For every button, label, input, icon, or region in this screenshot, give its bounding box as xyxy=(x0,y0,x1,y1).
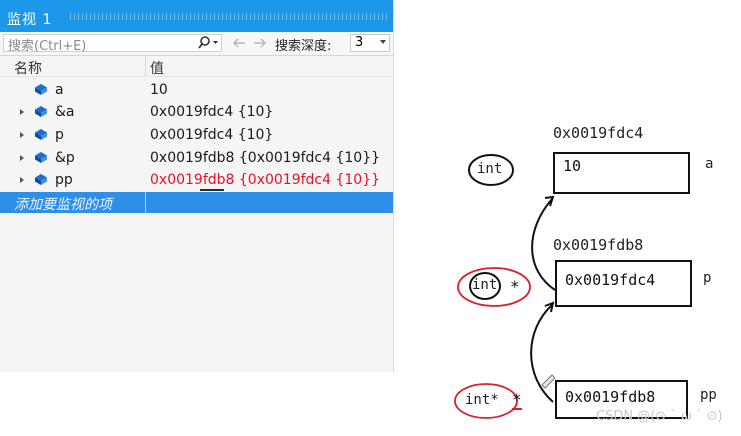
pointer-star-pp: * xyxy=(512,390,522,410)
variable-name-p: p xyxy=(703,270,712,286)
watch-title: 监视 1 xyxy=(7,12,53,28)
back-arrow-icon[interactable] xyxy=(231,36,247,50)
search-input[interactable] xyxy=(4,38,197,55)
red-oval-p xyxy=(457,267,531,307)
variable-icon xyxy=(35,84,47,95)
arrow-p-to-a xyxy=(531,198,556,291)
chevron-down-icon[interactable] xyxy=(380,40,386,44)
watch-row-value[interactable]: 0x0019fdb8 {0x0019fdc4 {10}} xyxy=(150,150,381,166)
watermark-text: CSDN @(⊙ ` ω ` ⊙) xyxy=(596,409,723,424)
memory-box-p-value: 0x0019fdc4 xyxy=(565,271,656,289)
watch-row-name: pp xyxy=(55,172,73,188)
add-watch-item-placeholder: 添加要监视的项 xyxy=(14,197,112,213)
search-depth-select[interactable]: 3 xyxy=(350,34,390,52)
watch-row[interactable]: &p 0x0019fdb8 {0x0019fdc4 {10}} xyxy=(0,147,393,170)
expand-arrow-icon[interactable] xyxy=(20,109,24,115)
red-oval-pp xyxy=(454,383,518,419)
expand-arrow-icon[interactable] xyxy=(20,177,24,183)
diagram-annotations xyxy=(454,154,556,419)
variable-icon xyxy=(35,152,47,163)
arrowhead-pp-to-p xyxy=(544,301,555,313)
variable-name-a: a xyxy=(705,156,714,172)
memory-box-pp: 0x0019fdb8 xyxy=(555,380,688,419)
type-label-pp: int* xyxy=(465,392,499,408)
watch-row-name: &a xyxy=(55,104,75,120)
arrowhead-p-to-a xyxy=(544,195,555,207)
column-divider xyxy=(145,192,146,213)
watch-row-name: p xyxy=(55,127,64,143)
watch-window: 监视 1 搜索深度: 3 名称 值 a 10 xyxy=(0,0,394,372)
type-oval-p-inner xyxy=(469,272,501,300)
memory-box-p: 0x0019fdc4 xyxy=(555,260,692,307)
pointer-diagram: 0x0019fdc4 10 a int 0x0019fdb8 0x0019fdc… xyxy=(430,100,741,436)
watch-row[interactable]: a 10 xyxy=(0,79,393,102)
type-label-p: int xyxy=(472,277,498,293)
variable-icon xyxy=(35,174,47,185)
watch-title-bar[interactable]: 监视 1 xyxy=(0,0,393,32)
type-oval-a xyxy=(468,154,514,186)
search-box[interactable] xyxy=(3,34,222,55)
memory-box-a-value: 10 xyxy=(563,157,582,175)
column-divider[interactable] xyxy=(145,56,146,76)
add-watch-item-row[interactable]: 添加要监视的项 xyxy=(0,192,393,213)
variable-icon xyxy=(35,129,47,140)
column-header: 名称 值 xyxy=(0,56,393,77)
pencil-icon xyxy=(541,374,556,389)
pointer-star-p: * xyxy=(510,277,520,296)
watch-row-value-changed[interactable]: 0x0019fdb8 {0x0019fdc4 {10}} xyxy=(150,172,381,188)
watch-row-name: a xyxy=(55,82,64,98)
column-name-header[interactable]: 名称 xyxy=(14,61,42,77)
watch-row-value[interactable]: 0x0019fdc4 {10} xyxy=(150,127,274,143)
variable-name-pp: pp xyxy=(700,387,717,403)
watch-row-value[interactable]: 10 xyxy=(150,82,168,98)
address-label-a: 0x0019fdc4 xyxy=(553,124,644,142)
search-depth-label: 搜索深度: xyxy=(275,39,332,54)
expand-arrow-icon[interactable] xyxy=(20,132,24,138)
forward-arrow-icon[interactable] xyxy=(252,36,268,50)
search-depth-value: 3 xyxy=(355,35,364,50)
watch-row[interactable]: &a 0x0019fdc4 {10} xyxy=(0,101,393,124)
watch-row[interactable]: pp 0x0019fdb8 {0x0019fdc4 {10}} xyxy=(0,169,393,192)
column-value-header[interactable]: 值 xyxy=(150,61,164,77)
ink-underline xyxy=(200,189,224,191)
search-icon[interactable] xyxy=(196,34,222,52)
watch-toolbar: 搜索深度: 3 xyxy=(0,32,393,56)
type-label-a: int xyxy=(477,161,503,177)
watch-row-name: &p xyxy=(55,150,75,166)
address-label-p: 0x0019fdb8 xyxy=(553,236,644,254)
memory-box-a: 10 xyxy=(553,152,690,194)
watch-row[interactable]: p 0x0019fdc4 {10} xyxy=(0,124,393,147)
watch-row-value[interactable]: 0x0019fdc4 {10} xyxy=(150,104,274,120)
title-grip xyxy=(70,13,387,20)
arrow-pp-to-p xyxy=(530,304,554,403)
variable-icon xyxy=(35,106,47,117)
memory-box-pp-value: 0x0019fdb8 xyxy=(565,388,656,406)
expand-arrow-icon[interactable] xyxy=(20,155,24,161)
